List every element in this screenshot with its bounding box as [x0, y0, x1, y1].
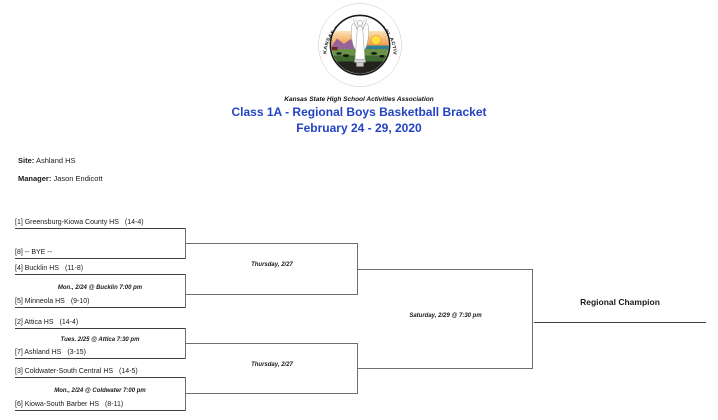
semifinal2-time-label: Thursday, 2/27 — [251, 362, 293, 368]
team-name: [7] Ashland HS — [15, 349, 62, 356]
team-slot-seed1: [1] Greensburg-Kiowa County HS (14-4) — [15, 216, 185, 229]
champion-line — [534, 322, 706, 323]
team-record: (9-10) — [70, 298, 90, 305]
kshsaa-logo: KANSAS STATE HIGH SCHOOL ACTIVITIES ASSO… — [316, 0, 402, 87]
manager-label: Manager: — [18, 174, 52, 183]
game4-time-label: Mon., 2/24 @ Coldwater 7:00 pm — [54, 388, 146, 394]
semifinal1-bracket — [186, 243, 358, 295]
page-title: Class 1A - Regional Boys Basketball Brac… — [231, 105, 487, 119]
game2-time-label: Mon., 2/24 @ Bucklin 7:00 pm — [57, 285, 143, 291]
semifinal2-bracket — [186, 343, 358, 394]
team-slot-seed2: [2] Attica HS (14-4) — [15, 316, 185, 329]
site-label: Site: — [18, 156, 35, 165]
final-bracket — [358, 269, 533, 369]
team-slot-seed6: [6] Kiowa-South Barber HS (8-11) — [15, 398, 185, 411]
team-name: [5] Minneola HS — [15, 298, 65, 305]
team-record: (14-5) — [119, 368, 138, 375]
team-slot-seed4: [4] Bucklin HS (11-8) — [15, 262, 185, 275]
manager-value: Jason Endicott — [53, 174, 103, 183]
team-slot-seed8-bye: [8] -- BYE -- — [15, 246, 185, 259]
association-name: Kansas State High School Activities Asso… — [284, 96, 434, 103]
site-info: Site: Ashland HS — [18, 156, 76, 165]
team-record: (3-15) — [67, 349, 86, 356]
game3-bracket-connector — [185, 328, 186, 359]
game4-bracket-connector — [185, 377, 186, 411]
logo-figure — [350, 18, 370, 67]
team-slot-seed7: [7] Ashland HS (3-15) — [15, 346, 185, 359]
kshsaa-seal-icon: KANSAS STATE HIGH SCHOOL ACTIVITIES ASSO… — [316, 0, 402, 87]
manager-info: Manager: Jason Endicott — [18, 174, 103, 183]
team-record: (8-11) — [105, 401, 124, 408]
team-name: [6] Kiowa-South Barber HS — [15, 401, 100, 408]
team-record: (14-4) — [59, 319, 79, 326]
date-range: February 24 - 29, 2020 — [296, 121, 422, 135]
game3-time-label: Tues. 2/25 @ Attica 7:30 pm — [60, 337, 140, 343]
semifinal1-time-label: Thursday, 2/27 — [251, 262, 293, 268]
team-name: [2] Attica HS — [15, 319, 54, 326]
final-time-label: Saturday, 2/29 @ 7:30 pm — [409, 313, 482, 319]
team-name: [3] Coldwater-South Central HS — [15, 368, 114, 375]
game1-bracket-connector — [185, 228, 186, 259]
team-record: (11-8) — [64, 265, 84, 272]
team-record: (14-4) — [124, 219, 144, 226]
team-slot-seed5: [5] Minneola HS (9-10) — [15, 295, 185, 308]
team-name: [1] Greensburg-Kiowa County HS — [15, 219, 119, 226]
site-value: Ashland HS — [35, 156, 76, 165]
game2-bracket-connector — [185, 274, 186, 308]
team-name: [8] -- BYE -- — [15, 249, 52, 256]
team-slot-seed3: [3] Coldwater-South Central HS (14-5) — [15, 365, 185, 378]
team-name: [4] Bucklin HS — [15, 265, 59, 272]
champion-label: Regional Champion — [580, 297, 660, 307]
